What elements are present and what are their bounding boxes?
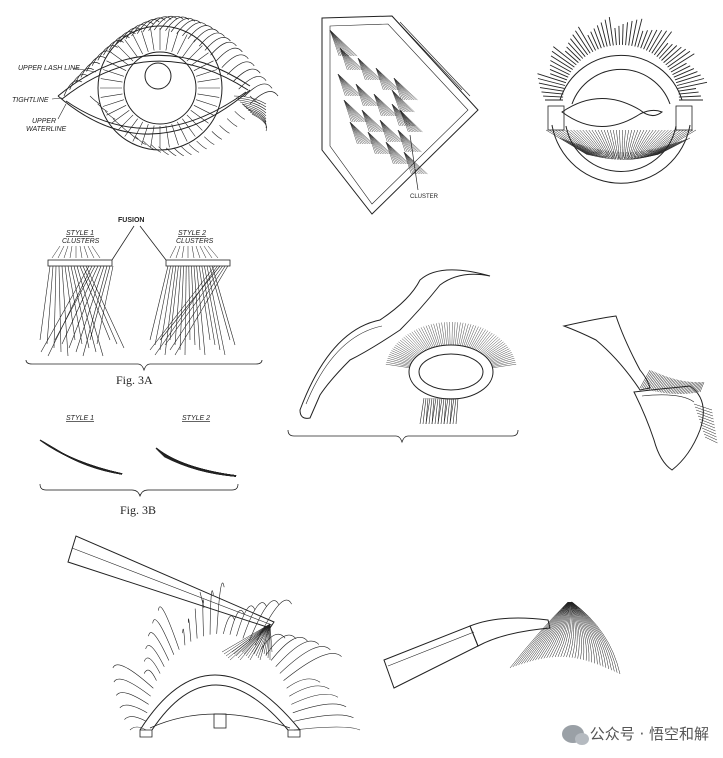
- label-upper-waterline-2: WATERLINE: [26, 126, 67, 133]
- brush-applicator: [383, 601, 621, 689]
- chat-icon: [561, 724, 589, 745]
- label-upper-lash-line: UPPER LASH LINE: [18, 65, 80, 72]
- label-upper-waterline-1: UPPER: [32, 118, 56, 125]
- label-fusion: FUSION: [118, 217, 144, 224]
- label-cluster: CLUSTER: [410, 194, 439, 200]
- fig-3a-diagram: [25, 225, 263, 372]
- label-3b-style2: STYLE 2: [182, 415, 210, 422]
- watermark: 公众号 · 悟空和解: [561, 723, 709, 745]
- tweezer-oval-applicator: [287, 269, 519, 444]
- label-style2-clusters: CLUSTERS: [176, 238, 214, 245]
- eye-diagram: [51, 15, 279, 157]
- cluster-tray-diagram: [321, 15, 479, 215]
- label-style2-title: STYLE 2: [178, 230, 206, 237]
- label-style1-clusters: CLUSTERS: [62, 238, 100, 245]
- label-3b-style1: STYLE 1: [66, 415, 94, 422]
- caption-fig-3a: Fig. 3A: [116, 373, 153, 387]
- label-tightline: TIGHTLINE: [12, 97, 49, 104]
- fig-3b-diagram: [39, 439, 239, 498]
- caption-fig-3b: Fig. 3B: [120, 503, 156, 517]
- watermark-text: 公众号 · 悟空和解: [589, 725, 709, 743]
- circular-lash-applicator: [537, 17, 708, 184]
- tweezer-half-ring: [67, 535, 361, 738]
- label-style1-title: STYLE 1: [66, 230, 94, 237]
- side-lash-applicator: [562, 315, 718, 471]
